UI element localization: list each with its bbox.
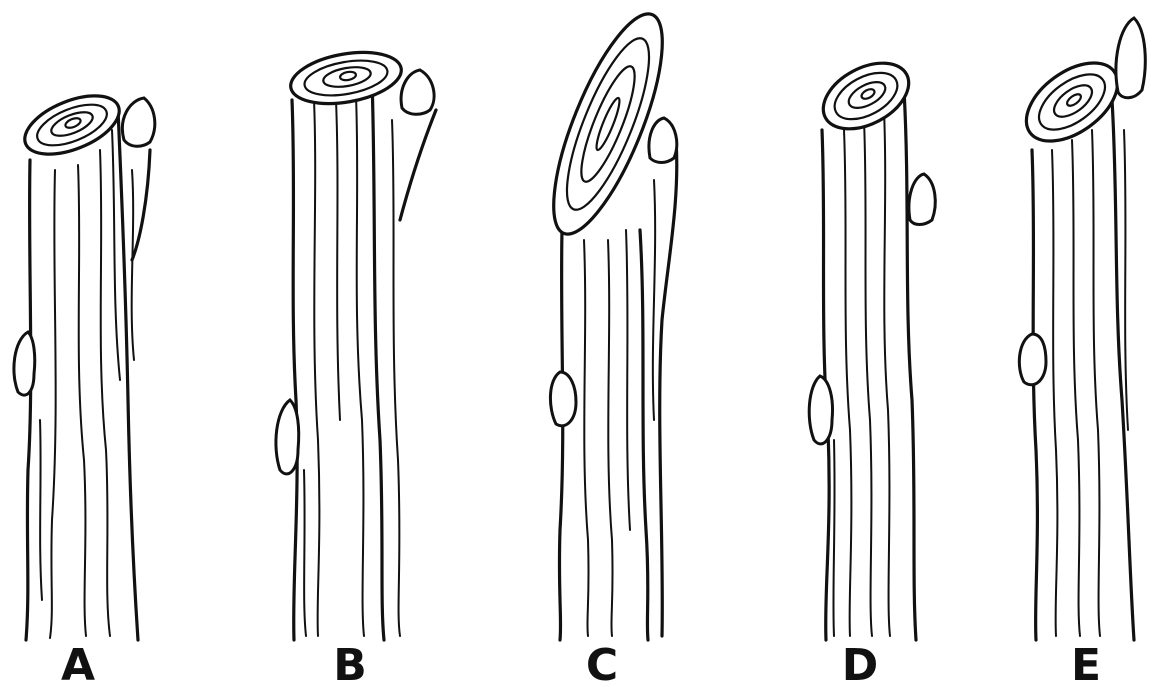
bud-top-c bbox=[649, 118, 677, 163]
stem-d: D bbox=[809, 50, 935, 687]
label-d: D bbox=[842, 640, 879, 687]
bud-side-c bbox=[550, 372, 576, 426]
bud-top-a bbox=[122, 98, 154, 146]
label-c: C bbox=[586, 640, 618, 687]
label-e: E bbox=[1071, 640, 1101, 687]
stem-b: B bbox=[276, 45, 436, 687]
label-b: B bbox=[333, 640, 367, 687]
bud-top-b bbox=[401, 70, 434, 114]
stem-a: A bbox=[14, 84, 155, 687]
bud-side-b bbox=[276, 400, 299, 474]
cut-surface-b bbox=[287, 45, 406, 112]
bud-side-e bbox=[1019, 334, 1046, 385]
bud-side-a bbox=[14, 332, 35, 395]
stem-e: E bbox=[1012, 18, 1145, 687]
stem-c: C bbox=[532, 2, 683, 687]
cut-surface-a bbox=[17, 84, 128, 166]
bud-top-e bbox=[1116, 18, 1145, 98]
bud-top-d bbox=[909, 174, 935, 225]
bud-side-d bbox=[809, 376, 832, 444]
cut-surface-d bbox=[812, 50, 920, 143]
label-a: A bbox=[61, 640, 95, 687]
